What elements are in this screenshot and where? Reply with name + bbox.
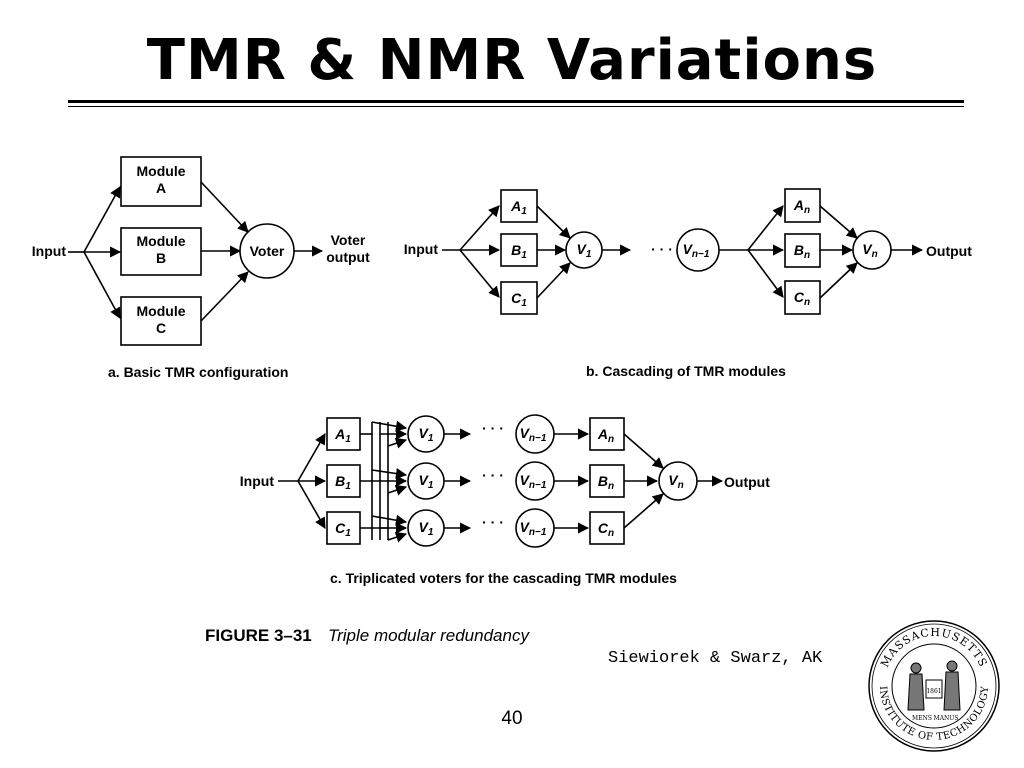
c-label-vn-1-top: Vn−1 [520, 425, 547, 444]
b-label-an: An [793, 197, 810, 216]
module-a-word: Module [137, 163, 186, 179]
svg-text:MENS: MENS [912, 715, 932, 722]
part-c-triplicated-voters [278, 414, 724, 548]
b-label-a1: A1 [510, 198, 527, 217]
c-label-cn: Cn [598, 520, 614, 539]
c-ellipsis-bot: · · · [482, 514, 504, 530]
c-label-bn: Bn [598, 473, 614, 492]
c-label-vn-1-mid: Vn−1 [520, 472, 547, 491]
b-ellipsis: · · · [651, 241, 673, 257]
svg-text:MANUS: MANUS [934, 715, 959, 722]
b-label-c1: C1 [511, 290, 527, 309]
b-label-v1: V1 [577, 241, 592, 260]
figure-label-number: FIGURE 3–31 [205, 626, 312, 645]
b-label-vn-1: Vn−1 [683, 241, 710, 260]
c-label-c1: C1 [335, 520, 351, 539]
b-label-b1: B1 [511, 242, 527, 261]
c-label-v1-bot: V1 [419, 519, 434, 538]
part-b-output-label: Output [926, 243, 972, 259]
b-module-an [784, 188, 821, 223]
part-c-input-label: Input [240, 473, 275, 489]
module-c-word: Module [137, 303, 186, 319]
c-label-b1: B1 [335, 473, 351, 492]
part-a-basic-tmr [68, 156, 324, 346]
title-rule-thin [68, 106, 964, 107]
slide-title: TMR & NMR Variations [146, 28, 878, 93]
c-ellipsis-mid: · · · [482, 467, 504, 483]
c-label-an: An [597, 426, 614, 445]
module-b-letter: B [156, 250, 166, 266]
title-rule-thick [68, 100, 964, 103]
c-label-vn: Vn [668, 472, 683, 491]
voter-label: Voter [250, 243, 285, 259]
module-a-letter: A [156, 180, 166, 196]
credit-text: Siewiorek & Swarz, AK [608, 649, 823, 668]
part-a-caption: a. Basic TMR configuration [108, 364, 288, 380]
b-label-bn: Bn [794, 242, 810, 261]
module-b-word: Module [137, 233, 186, 249]
voter-output-line1: Voter [331, 232, 366, 248]
b-label-cn: Cn [794, 289, 810, 308]
module-c-letter: C [156, 320, 166, 336]
c-label-a1: A1 [334, 426, 351, 445]
mit-seal-logo: MASSACHUSETTS INSTITUTE OF TECHNOLOGY 18… [868, 620, 1000, 752]
module-a-box [120, 156, 202, 207]
svg-text:1861: 1861 [926, 688, 941, 695]
voter-output-line2: output [326, 249, 370, 265]
part-a-input-label: Input [32, 243, 67, 259]
svg-text:MASSACHUSETTS: MASSACHUSETTS [878, 626, 990, 670]
part-c-caption: c. Triplicated voters for the cascading … [330, 570, 677, 586]
part-b-caption: b. Cascading of TMR modules [586, 363, 786, 379]
c-label-v1-mid: V1 [419, 472, 434, 491]
c-ellipsis-top: · · · [482, 420, 504, 436]
page-number: 40 [501, 708, 523, 729]
part-c-output-label: Output [724, 474, 770, 490]
part-b-cascading [442, 188, 924, 315]
part-b-input-label: Input [404, 241, 439, 257]
c-label-vn-1-bot: Vn−1 [520, 519, 547, 538]
c-label-v1-top: V1 [419, 425, 434, 444]
b-label-vn: Vn [862, 241, 877, 260]
figure-label-title: Triple modular redundancy [328, 626, 530, 645]
